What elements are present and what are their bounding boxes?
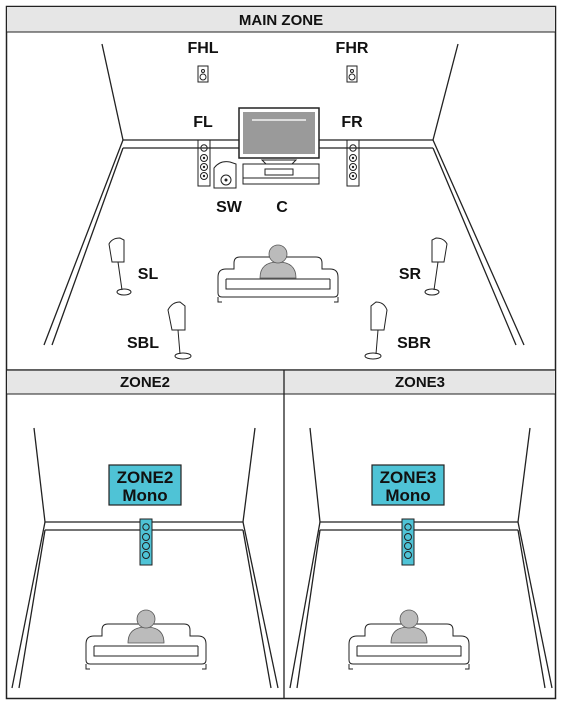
label-fhr: FHR	[336, 40, 369, 57]
zone3-room	[289, 427, 553, 689]
main-zone-title: MAIN ZONE	[239, 12, 323, 29]
label-sw: SW	[216, 199, 243, 216]
outer-frame	[5, 5, 557, 700]
label-sl: SL	[138, 266, 159, 283]
label-fhl: FHL	[187, 40, 218, 57]
zone2-title: ZONE2	[120, 374, 170, 391]
speaker-sr	[424, 237, 448, 296]
speaker-fhr	[346, 65, 358, 83]
main-zone-header-bg	[7, 7, 555, 32]
label-fr: FR	[341, 114, 363, 131]
label-sr: SR	[399, 266, 422, 283]
zone2-label-line1: ZONE2	[117, 468, 174, 487]
speaker-fl	[197, 139, 211, 187]
main-room	[43, 43, 525, 346]
zone3-label-line1: ZONE3	[380, 468, 437, 487]
zone3-label-box	[371, 464, 445, 506]
zone-header-bg	[7, 370, 555, 394]
zone3-listener-icon	[390, 609, 428, 644]
label-c: C	[276, 199, 288, 216]
zone3-speaker	[401, 518, 415, 566]
zone2-listener-icon	[127, 609, 165, 644]
speaker-fr	[346, 139, 360, 187]
speaker-fhl	[197, 65, 209, 83]
label-sbr: SBR	[397, 335, 431, 352]
zone2-speaker	[139, 518, 153, 566]
speaker-sw	[213, 161, 237, 189]
label-sbl: SBL	[127, 335, 159, 352]
label-fl: FL	[193, 114, 213, 131]
speaker-sbr	[364, 301, 388, 360]
zone2-label-line2: Mono	[122, 486, 167, 505]
zone2-label-box	[108, 464, 182, 506]
listener-icon	[259, 244, 297, 279]
zone3-label-line2: Mono	[385, 486, 430, 505]
tv	[238, 107, 320, 185]
zone3-title: ZONE3	[395, 374, 445, 391]
speaker-sl	[108, 237, 132, 296]
speaker-sbl	[167, 301, 192, 360]
